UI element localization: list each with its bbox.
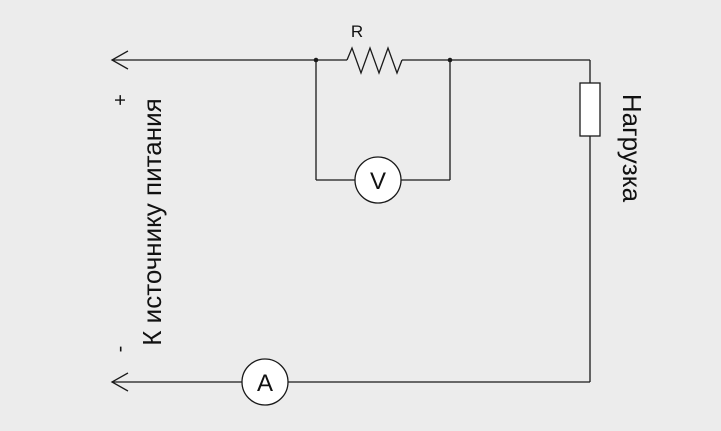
load-resistor-box [579, 82, 601, 137]
voltmeter-symbol [354, 156, 402, 204]
ammeter-label: A [257, 370, 273, 397]
minus-sign: - [109, 346, 131, 353]
voltmeter-label: V [370, 168, 386, 195]
plus-terminal-arrow [110, 50, 129, 70]
resistor-label: R [351, 22, 363, 41]
minus-terminal-arrow [110, 372, 129, 392]
resistor-zigzag [346, 46, 403, 75]
load-label: Нагрузка [617, 94, 647, 203]
power-source-label: К источнику питания [137, 98, 167, 345]
plus-sign: + [110, 94, 132, 106]
